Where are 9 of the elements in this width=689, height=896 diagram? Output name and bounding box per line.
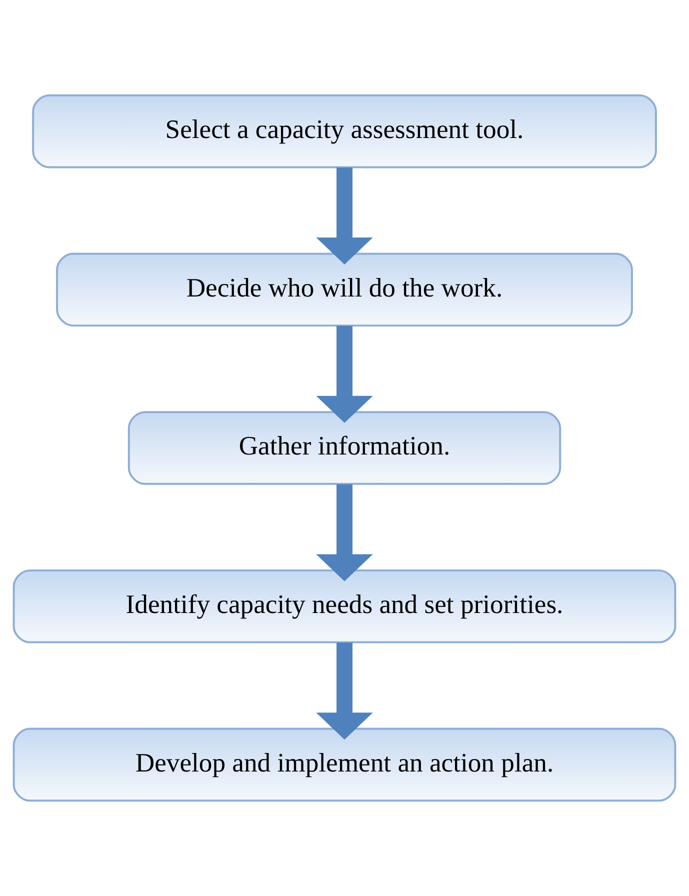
node-box: Gather information. xyxy=(128,411,562,485)
node-box: Decide who will do the work. xyxy=(56,252,633,327)
arrow xyxy=(316,168,373,264)
arrow xyxy=(316,642,373,740)
node-box: Develop and implement an action plan. xyxy=(12,728,676,802)
arrow xyxy=(316,326,373,423)
arrow xyxy=(316,484,373,582)
node-box: Identify capacity needs and set priorities. xyxy=(12,569,676,644)
node-box: Select a capacity assessment tool. xyxy=(32,94,657,168)
